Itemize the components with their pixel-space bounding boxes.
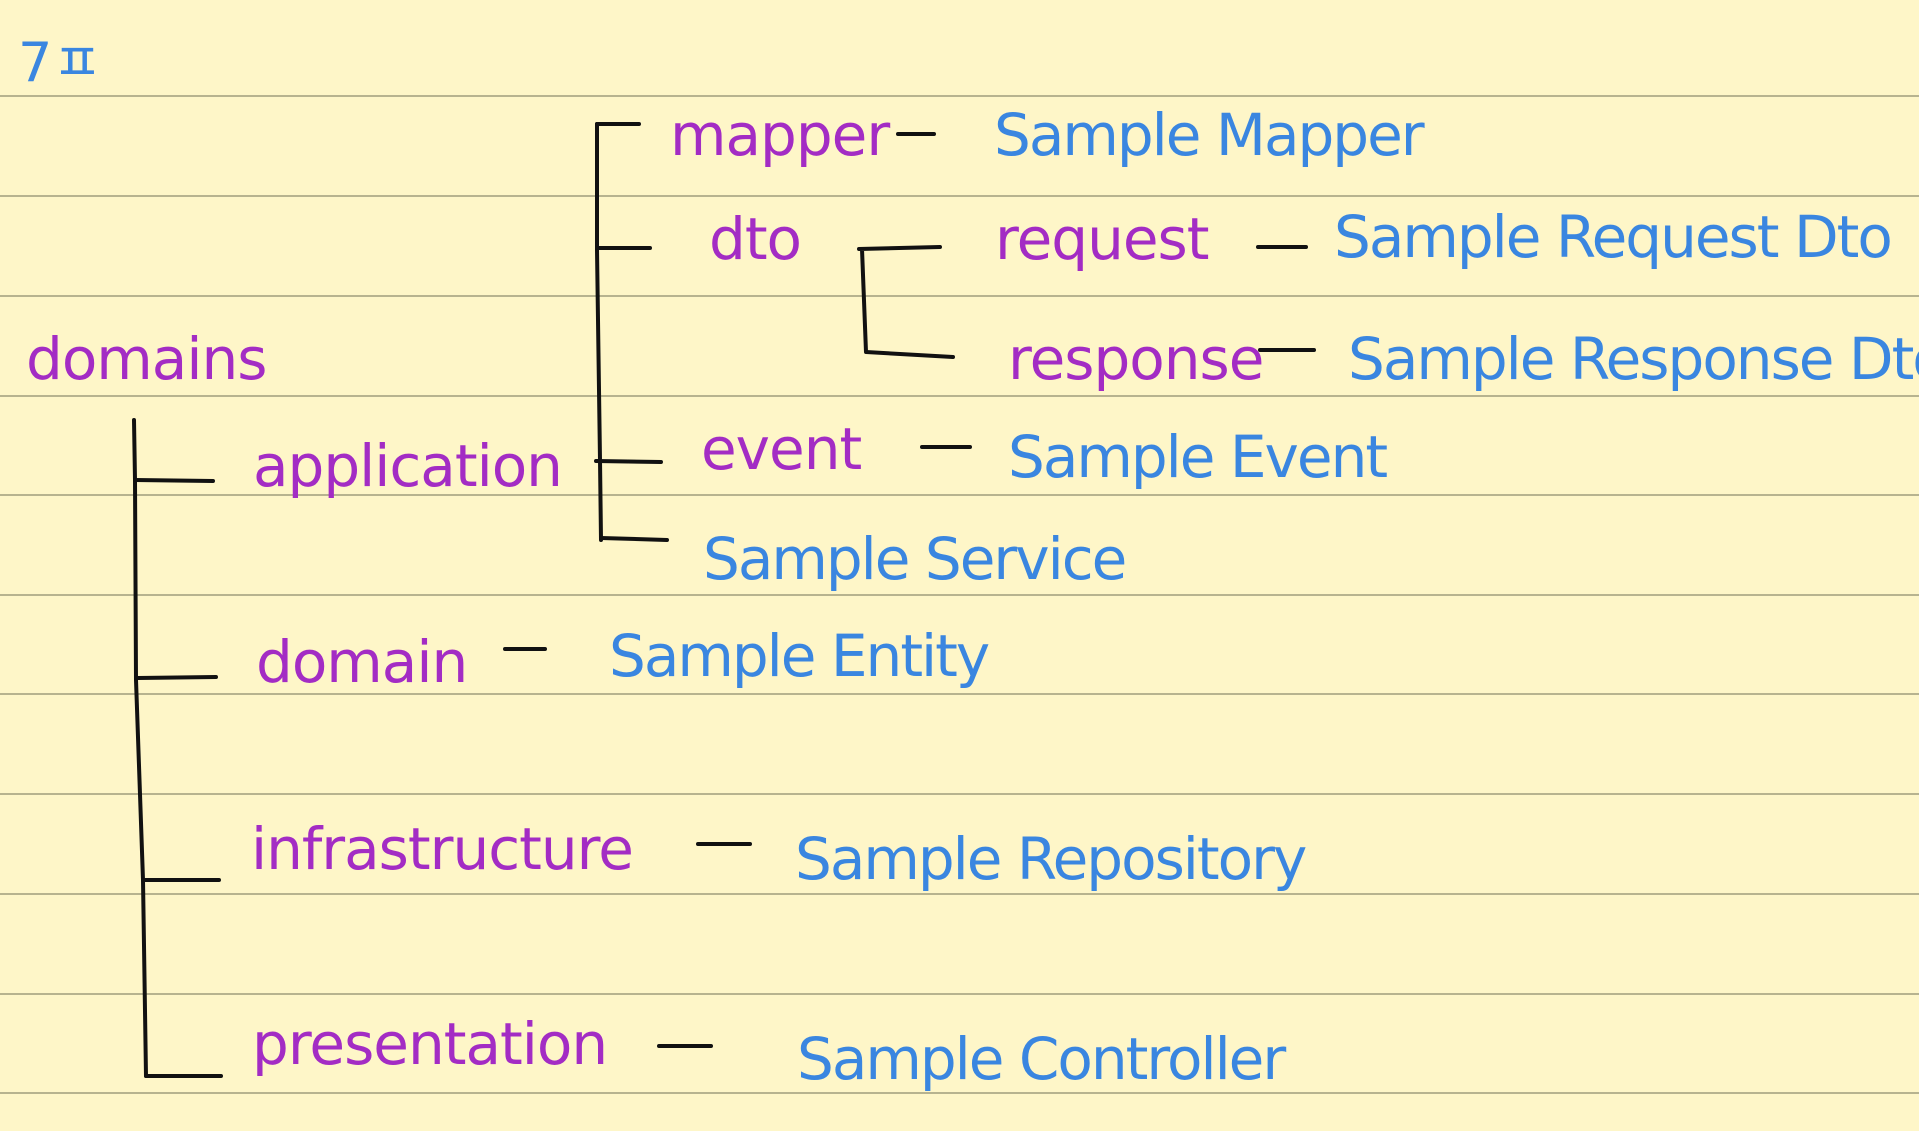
branch-service <box>599 536 669 542</box>
ruled-line <box>0 993 1919 995</box>
folder-response: response <box>1008 325 1264 393</box>
folder-application: application <box>253 432 563 500</box>
connector-dash <box>1256 245 1308 249</box>
connector-dash <box>696 842 752 846</box>
application-trunk <box>595 122 603 542</box>
file-sample-entity: Sample Entity <box>609 622 990 690</box>
folder-infrastructure: infrastructure <box>251 815 634 883</box>
folder-mapper: mapper <box>670 101 890 169</box>
ruled-line <box>0 893 1919 895</box>
folder-domain: domain <box>256 628 468 696</box>
connector-dash <box>896 132 936 136</box>
ruled-line <box>0 295 1919 297</box>
file-sample-mapper: Sample Mapper <box>994 101 1425 169</box>
file-sample-event: Sample Event <box>1008 423 1388 491</box>
dto-connector <box>857 245 955 359</box>
connector-dash <box>920 445 972 449</box>
file-sample-service: Sample Service <box>703 525 1127 593</box>
page-title: 7ㅍ <box>18 31 103 94</box>
folder-presentation: presentation <box>252 1010 608 1078</box>
folder-dto: dto <box>709 205 802 273</box>
ruled-line <box>0 594 1919 596</box>
file-sample-controller: Sample Controller <box>797 1025 1286 1093</box>
folder-event: event <box>701 415 862 483</box>
branch-application <box>133 478 215 483</box>
ruled-line <box>0 494 1919 496</box>
ruled-line <box>0 693 1919 695</box>
ruled-line <box>0 395 1919 397</box>
file-sample-request-dto: Sample Request Dto <box>1334 203 1893 271</box>
file-sample-response-dto: Sample Response Dto <box>1348 325 1919 393</box>
ruled-line <box>0 95 1919 97</box>
file-sample-repository: Sample Repository <box>795 825 1307 893</box>
connector-dash <box>1258 348 1316 352</box>
connector-dash <box>503 647 547 651</box>
ruled-line <box>0 195 1919 197</box>
ruled-line <box>0 1092 1919 1094</box>
connector-dash <box>657 1044 713 1048</box>
folder-domains: domains <box>26 325 267 393</box>
ruled-line <box>0 793 1919 795</box>
domains-trunk <box>132 418 148 1078</box>
branch-domain <box>136 675 218 680</box>
folder-request: request <box>995 205 1209 273</box>
branch-event <box>594 459 663 464</box>
